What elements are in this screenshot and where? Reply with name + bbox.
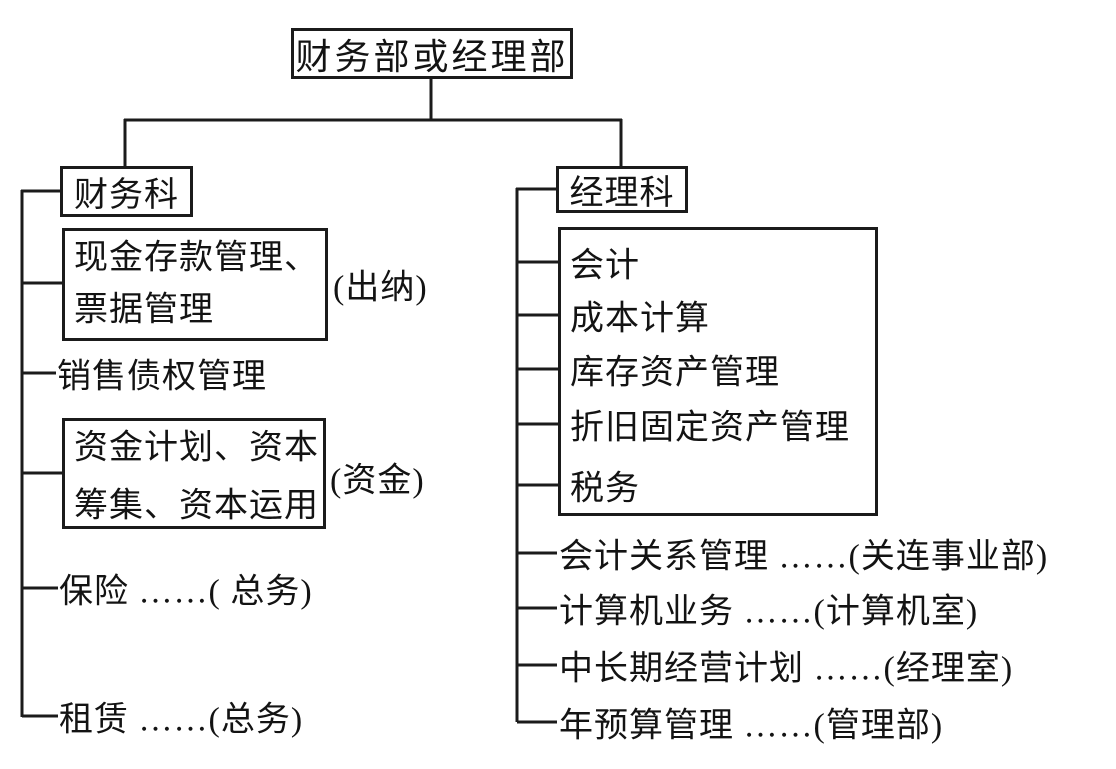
cash-management-line2: 票据管理 — [74, 291, 214, 329]
funds-note: (资金) — [330, 462, 425, 500]
accounting-relations-label: 会计关系管理 ……(关连事业部) — [559, 538, 1049, 576]
computer-business-label: 计算机业务 ……(计算机室) — [559, 593, 979, 631]
annual-budget-label: 年预算管理 ……(管理部) — [559, 707, 944, 745]
insurance-label: 保险 ……( 总务) — [59, 573, 313, 611]
finance-section-node: 财务科 — [60, 166, 193, 217]
midterm-plan-label: 中长期经营计划 ……(经理室) — [559, 650, 1014, 688]
lease-label: 租赁 ……(总务) — [59, 701, 304, 739]
duties-group-node: 会计 成本计算 库存资产管理 折旧固定资产管理 税务 — [558, 227, 878, 516]
duty-accounting-label: 会计 — [570, 247, 640, 285]
funds-planning-line1: 资金计划、资本 — [74, 429, 319, 467]
cash-management-line1: 现金存款管理、 — [74, 239, 319, 277]
root-node-label: 财务部或经理部 — [295, 36, 569, 77]
cashier-note: (出纳) — [333, 269, 428, 307]
funds-planning-line2: 筹集、资本运用 — [74, 487, 319, 525]
cash-management-node: 现金存款管理、 票据管理 — [62, 228, 328, 341]
duty-tax-label: 税务 — [570, 470, 640, 508]
manager-section-label: 经理科 — [569, 175, 675, 212]
root-node: 财务部或经理部 — [291, 28, 573, 79]
sales-receivables-label: 销售债权管理 — [57, 358, 267, 396]
duty-costing-label: 成本计算 — [570, 300, 710, 338]
manager-section-node: 经理科 — [556, 166, 688, 213]
finance-section-label: 财务科 — [74, 177, 179, 214]
duty-depreciation-label: 折旧固定资产管理 — [570, 409, 850, 447]
duty-inventory-label: 库存资产管理 — [570, 354, 780, 392]
funds-planning-node: 资金计划、资本 筹集、资本运用 — [62, 418, 326, 529]
